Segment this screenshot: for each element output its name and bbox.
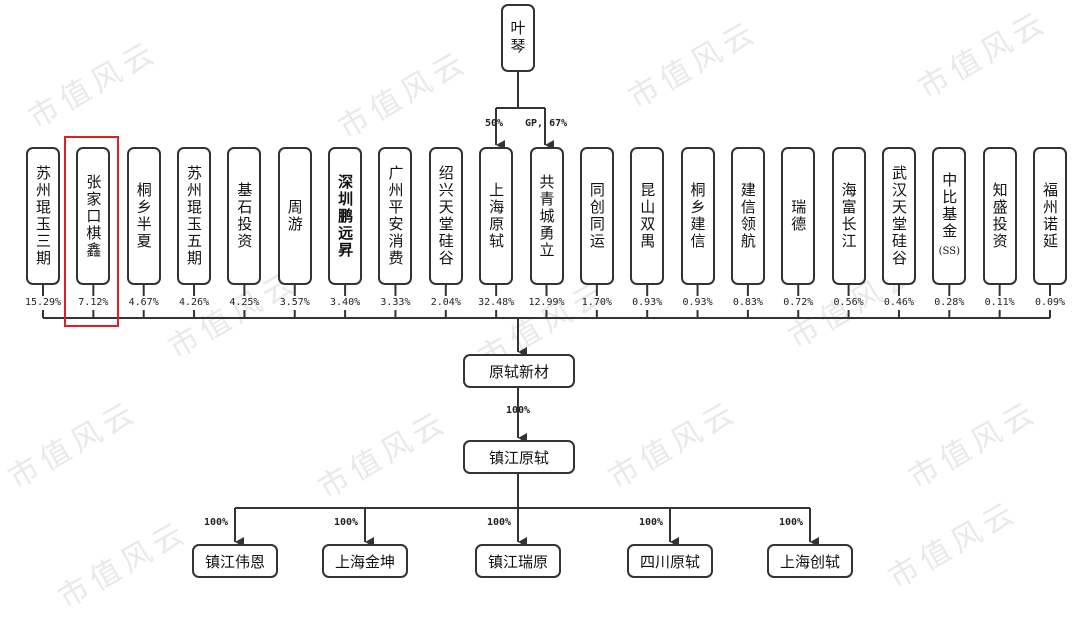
shareholder-sub: (SS) <box>938 246 960 257</box>
shareholder-box: 福州诺延 <box>1033 147 1067 285</box>
shareholder-pct: 0.93% <box>632 297 663 308</box>
shareholder-box: 建信领航 <box>730 147 765 285</box>
shareholder-box: 深圳鹏远昇 <box>328 147 363 285</box>
grandchild-pct: 100% <box>334 517 359 528</box>
shareholder-name: 绍兴天堂硅谷 <box>436 165 455 267</box>
shareholder-pct: 15.29% <box>24 297 62 308</box>
shareholder-pct: 0.11% <box>984 297 1015 308</box>
shareholder-name: 广州平安消费 <box>386 165 405 267</box>
grandchild-pct: 100% <box>487 517 512 528</box>
shareholder-box: 上海原轼 <box>479 147 514 285</box>
shareholder-pct: 3.33% <box>380 297 411 308</box>
edge-label-right: GP, 67% <box>525 118 568 129</box>
shareholder-pct: 3.40% <box>330 297 361 308</box>
shareholder-box: 同创同运 <box>579 147 614 285</box>
grandchild-box: 上海创轼 <box>767 544 853 578</box>
grandchild-pct: 100% <box>639 517 664 528</box>
shareholder-name: 海富长江 <box>839 182 858 250</box>
grandchild-name: 镇江伟恩 <box>204 552 265 571</box>
shareholder-pct: 32.48% <box>478 297 515 308</box>
shareholder-name: 建信领航 <box>738 182 757 250</box>
shareholder-pct: 0.09% <box>1034 297 1066 308</box>
shareholder-box: 瑞德 <box>781 147 816 285</box>
shareholder-pct: 4.67% <box>128 297 159 308</box>
grandchild-name: 上海金坤 <box>334 552 395 571</box>
shareholder-box: 共青城勇立 <box>529 147 564 285</box>
shareholder-box: 桐乡半夏 <box>126 147 161 285</box>
company-label: 原轼新材 <box>488 362 549 381</box>
shareholder-box: 苏州琨玉三期 <box>26 147 60 285</box>
shareholder-name: 桐乡建信 <box>688 182 707 250</box>
shareholder-pct: 3.57% <box>279 297 310 308</box>
shareholder-pct: 0.56% <box>833 297 864 308</box>
shareholder-name: 周游 <box>285 199 304 233</box>
shareholder-pct: 0.46% <box>883 297 914 308</box>
shareholder-box: 中比基金 (SS) <box>932 147 967 285</box>
top-node-label: 叶琴 <box>508 20 527 56</box>
shareholder-name: 桐乡半夏 <box>134 182 153 250</box>
shareholder-name: 张家口棋鑫 <box>84 173 103 259</box>
shareholder-name: 苏州琨玉三期 <box>34 165 52 267</box>
grandchild-box: 上海金坤 <box>322 544 408 578</box>
shareholder-name: 基石投资 <box>235 182 254 250</box>
shareholder-box: 知盛投资 <box>982 147 1017 285</box>
grandchild-pct: 100% <box>779 517 804 528</box>
shareholder-name: 武汉天堂硅谷 <box>889 165 908 267</box>
connector-lines <box>42 72 1051 547</box>
shareholder-name: 昆山双禺 <box>638 182 657 250</box>
top-node-box: 叶琴 <box>501 4 535 72</box>
shareholder-name: 深圳鹏远昇 <box>336 173 355 259</box>
shareholder-pct: 12.99% <box>528 297 565 308</box>
grandchild-box: 镇江瑞原 <box>475 544 561 578</box>
grandchild-box: 镇江伟恩 <box>192 544 278 578</box>
subsidiary-label: 镇江原轼 <box>488 448 549 467</box>
shareholder-name: 上海原轼 <box>487 182 506 250</box>
shareholder-box: 桐乡建信 <box>680 147 715 285</box>
shareholder-pct: 0.28% <box>934 297 965 308</box>
grandchild-pct: 100% <box>204 517 229 528</box>
company-box: 原轼新材 <box>463 354 575 388</box>
subsidiary-box: 镇江原轼 <box>463 440 575 474</box>
shareholder-pct: 7.12% <box>78 297 109 308</box>
shareholder-pct: 1.70% <box>581 297 612 308</box>
shareholder-pct: 0.83% <box>732 297 763 308</box>
grandchild-name: 四川原轼 <box>639 552 700 571</box>
grandchild-name: 镇江瑞原 <box>487 552 548 571</box>
shareholder-name: 共青城勇立 <box>537 173 556 259</box>
shareholder-name: 中比基金 <box>940 172 959 240</box>
shareholder-box: 绍兴天堂硅谷 <box>428 147 463 285</box>
shareholder-box: 苏州琨玉五期 <box>177 147 212 285</box>
shareholder-box: 海富长江 <box>831 147 866 285</box>
grandchild-name: 上海创轼 <box>779 552 840 571</box>
shareholder-pct: 4.26% <box>178 297 210 308</box>
grandchild-box: 四川原轼 <box>627 544 713 578</box>
shareholder-pct: 4.25% <box>229 297 260 308</box>
shareholder-box: 广州平安消费 <box>378 147 413 285</box>
company-sub-pct: 100% <box>506 405 531 416</box>
highlight-frame <box>64 136 119 327</box>
shareholder-box: 周游 <box>277 147 312 285</box>
shareholder-name: 苏州琨玉五期 <box>185 165 204 267</box>
ownership-diagram: 市值风云市值风云市值风云市值风云市值风云市值风云市值风云市值风云市值风云市值风云… <box>3 4 1067 616</box>
shareholder-name: 知盛投资 <box>990 182 1009 250</box>
shareholder-pct: 2.04% <box>430 297 461 308</box>
shareholder-pct: 0.72% <box>783 297 814 308</box>
shareholder-pct: 0.93% <box>682 297 713 308</box>
shareholder-box: 基石投资 <box>227 147 262 285</box>
shareholder-name: 福州诺延 <box>1041 182 1059 250</box>
shareholder-box: 昆山双禺 <box>630 147 665 285</box>
shareholder-box: 张家口棋鑫 <box>76 147 111 285</box>
shareholder-name: 瑞德 <box>789 199 808 233</box>
shareholder-box: 武汉天堂硅谷 <box>881 147 916 285</box>
edge-label-left: 50% <box>485 118 504 129</box>
shareholder-name: 同创同运 <box>587 182 606 250</box>
